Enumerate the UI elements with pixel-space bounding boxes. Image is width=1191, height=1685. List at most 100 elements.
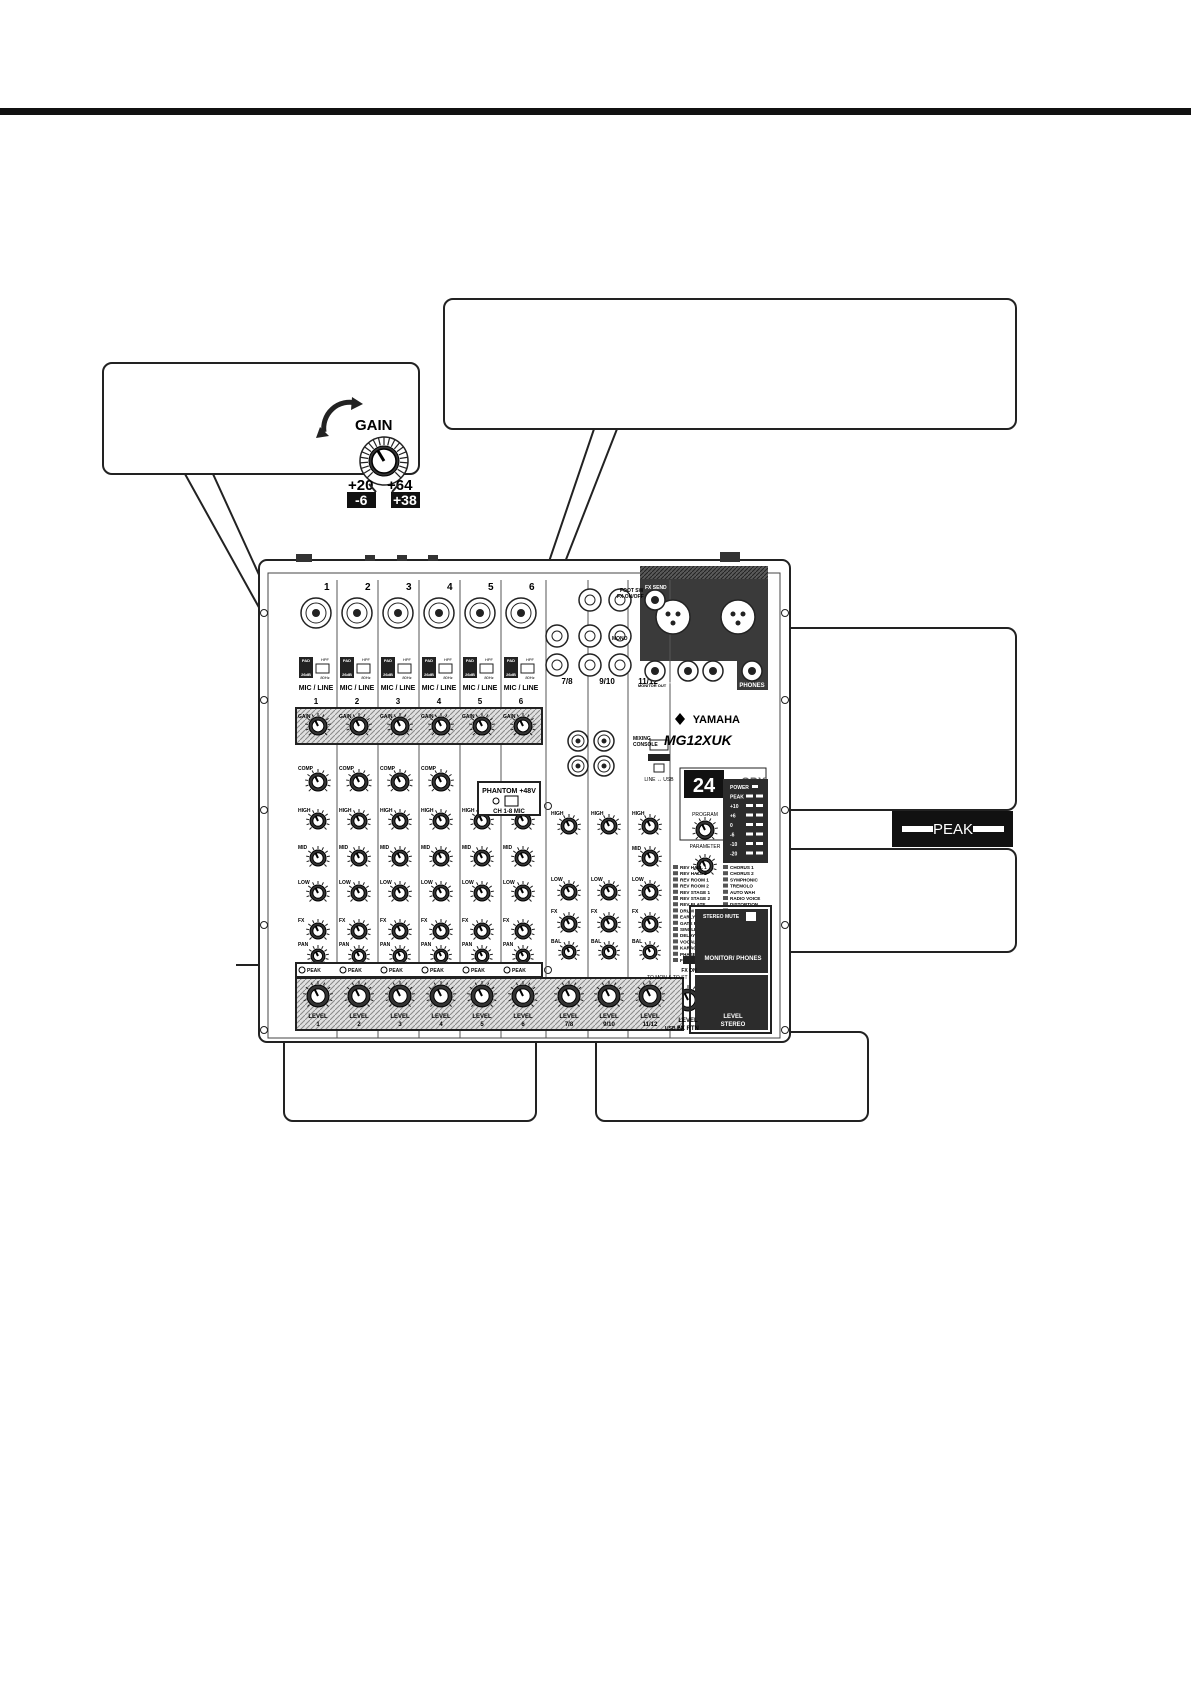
gain-knob-3[interactable] (387, 713, 413, 736)
pad-switch-2[interactable] (340, 657, 354, 678)
svg-text:HPF: HPF (444, 657, 453, 662)
low-knob-11/12[interactable] (638, 880, 662, 901)
level-knob-6[interactable] (508, 981, 538, 1008)
level-knob-3[interactable] (385, 981, 415, 1008)
fx-knob-5[interactable] (470, 919, 494, 940)
low-knob-9/10[interactable] (597, 880, 621, 901)
high-knob-2[interactable] (347, 809, 371, 830)
svg-text:COMP: COMP (380, 766, 396, 772)
fx-knob-9/10[interactable] (597, 912, 621, 933)
fx-knob-4[interactable] (429, 919, 453, 940)
gain-knob-5[interactable] (469, 713, 495, 736)
mid-knob-6[interactable] (511, 846, 535, 867)
level-knob-7/8[interactable] (554, 981, 584, 1008)
bal-knob-7/8[interactable] (558, 941, 580, 961)
fx-knob-2[interactable] (347, 919, 371, 940)
level-knob-4[interactable] (426, 981, 456, 1008)
high-knob-11/12[interactable] (638, 814, 662, 835)
pad-switch-5[interactable] (463, 657, 477, 678)
level-channel-6: 6 (521, 1022, 525, 1028)
gain-knob-6[interactable] (510, 713, 536, 736)
pan-knob-3[interactable] (389, 945, 411, 965)
low-knob-5[interactable] (470, 881, 494, 902)
effect-8: EARLY REF (680, 915, 706, 920)
mid-knob-5[interactable] (470, 846, 494, 867)
fx-knob-3[interactable] (388, 919, 412, 940)
hpf-switch-4[interactable] (438, 663, 453, 674)
high-knob-6[interactable] (511, 809, 535, 830)
hpf-switch-5[interactable] (479, 663, 494, 674)
fx-knob-7/8[interactable] (557, 912, 581, 933)
svg-text:GAIN: GAIN (462, 714, 475, 720)
peak-indicator-label: PEAK (933, 821, 973, 838)
svg-text:PAN: PAN (462, 942, 473, 948)
mid-knob-1[interactable] (306, 846, 330, 867)
gain-label: GAIN (355, 417, 393, 434)
hpf-switch-3[interactable] (397, 663, 412, 674)
hpf-switch-6[interactable] (520, 663, 535, 674)
meter-label-6: -10 (730, 842, 737, 848)
low-knob-4[interactable] (429, 881, 453, 902)
mid-knob-2[interactable] (347, 846, 371, 867)
hpf-switch-1[interactable] (315, 663, 330, 674)
comp-knob-2[interactable] (346, 769, 372, 792)
high-knob-1[interactable] (306, 809, 330, 830)
stereo-out-xlr-1[interactable] (720, 599, 756, 635)
level-knob-2[interactable] (344, 981, 374, 1008)
bal-knob-11/12[interactable] (639, 941, 661, 961)
comp-knob-4[interactable] (428, 769, 454, 792)
hpf-switch-2[interactable] (356, 663, 371, 674)
svg-text:26dB: 26dB (301, 672, 311, 677)
level-channel-7/8: 7/8 (565, 1022, 574, 1028)
pad-switch-1[interactable] (299, 657, 313, 678)
low-knob-1[interactable] (306, 881, 330, 902)
bal-knob-9/10[interactable] (598, 941, 620, 961)
channel-number-6: 6 (519, 697, 524, 706)
program-knob[interactable] (692, 817, 718, 840)
level-knob-9/10[interactable] (594, 981, 624, 1008)
high-knob-7/8[interactable] (557, 814, 581, 835)
fx-knob-11/12[interactable] (638, 912, 662, 933)
pan-knob-5[interactable] (471, 945, 493, 965)
gain-knob-4[interactable] (428, 713, 454, 736)
low-knob-3[interactable] (388, 881, 412, 902)
pad-switch-6[interactable] (504, 657, 518, 678)
input-number-3: 3 (406, 582, 412, 593)
pad-switch-4[interactable] (422, 657, 436, 678)
level-knob-5[interactable] (467, 981, 497, 1008)
gain-knob-1[interactable] (305, 713, 331, 736)
comp-knob-1[interactable] (305, 769, 331, 792)
level-label-6: LEVEL (513, 1014, 533, 1020)
pan-knob-6[interactable] (512, 945, 534, 965)
level-knob-11/12[interactable] (635, 981, 665, 1008)
svg-text:GAIN: GAIN (421, 714, 434, 720)
low-knob-2[interactable] (347, 881, 371, 902)
high-knob-3[interactable] (388, 809, 412, 830)
effect-9: GATE REV (680, 921, 704, 926)
phantom-sub-label: CH 1-8 MIC (493, 809, 525, 815)
comp-knob-3[interactable] (387, 769, 413, 792)
input-number-5: 5 (488, 582, 494, 593)
mid-knob-3[interactable] (388, 846, 412, 867)
stereo-channel-number-0: 7/8 (561, 677, 573, 686)
high-knob-9/10[interactable] (597, 814, 621, 835)
parameter-knob[interactable] (693, 854, 717, 875)
high-knob-4[interactable] (429, 809, 453, 830)
high-knob-5[interactable] (470, 809, 494, 830)
svg-text:LOW: LOW (551, 877, 563, 883)
level-knob-1[interactable] (303, 981, 333, 1008)
fx-knob-1[interactable] (306, 919, 330, 940)
svg-text:26dB: 26dB (342, 672, 352, 677)
channel-number-5: 5 (478, 697, 483, 706)
pad-switch-3[interactable] (381, 657, 395, 678)
stereo-out-xlr-0[interactable] (655, 599, 691, 635)
mid-knob-4[interactable] (429, 846, 453, 867)
mid-knob-11/12[interactable] (638, 846, 662, 867)
low-knob-7/8[interactable] (557, 880, 581, 901)
gain-knob-2[interactable] (346, 713, 372, 736)
svg-text:PEAK: PEAK (307, 968, 321, 974)
fx-knob-6[interactable] (511, 919, 535, 940)
channel-number-4: 4 (437, 697, 442, 706)
low-knob-6[interactable] (511, 881, 535, 902)
